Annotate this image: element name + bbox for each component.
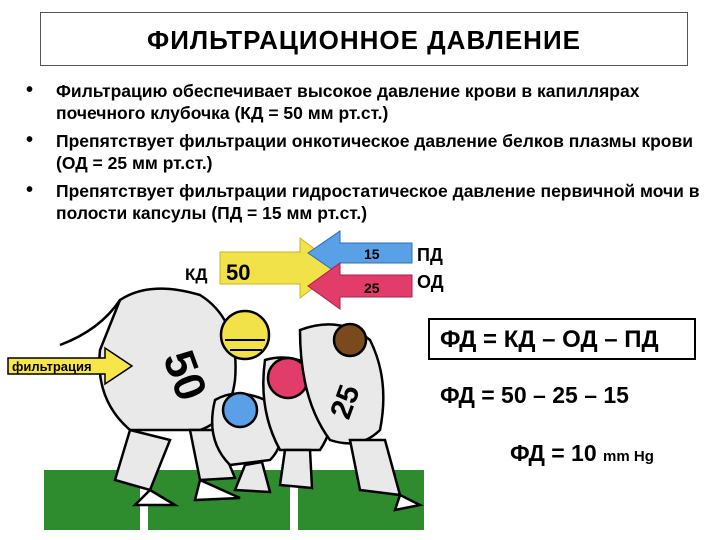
field-line [290, 470, 298, 530]
od-label: ОД [417, 272, 444, 292]
player-25 [298, 322, 424, 512]
bullet-item: • Препятствует фильтрации онкотическое да… [24, 129, 700, 174]
slide-title: ФИЛЬТРАЦИОННОЕ ДАВЛЕНИЕ [147, 25, 581, 55]
bullet-text: Препятствует фильтрации гидростатическое… [56, 181, 700, 223]
formula-result-value: ФД = 10 [510, 440, 597, 466]
player-50 [59, 287, 271, 507]
title-box: ФИЛЬТРАЦИОННОЕ ДАВЛЕНИЕ [40, 12, 688, 66]
formula-substituted: ФД = 50 – 25 – 15 [440, 382, 629, 408]
pd-arrow [307, 230, 413, 276]
od-arrow [307, 262, 413, 310]
kd-value: 50 [226, 260, 251, 285]
formula-result: ФД = 10 mm Hg [510, 440, 654, 467]
formula-main: ФД = КД – ОД – ПД [440, 326, 659, 353]
bullet-dot-icon: • [26, 179, 34, 201]
od-value: 25 [364, 280, 380, 296]
formula-result-unit: mm Hg [603, 448, 654, 465]
formula-box: ФД = КД – ОД – ПД [428, 318, 696, 360]
filtration-arrow [7, 346, 134, 386]
filtration-label: фильтрация [12, 359, 92, 374]
kd-label: КД [185, 265, 208, 284]
pd-value: 15 [364, 246, 380, 262]
pd-label: ПД [417, 245, 443, 265]
bullet-text: Фильтрацию обеспечивает высокое давление… [56, 81, 640, 123]
bullet-list: • Фильтрацию обеспечивает высокое давлени… [24, 79, 700, 230]
bullet-item: • Фильтрацию обеспечивает высокое давлени… [24, 79, 700, 124]
bullet-item: • Препятствует фильтрации гидростатическо… [24, 179, 700, 224]
bullet-dot-icon: • [26, 129, 34, 151]
bullet-dot-icon: • [26, 79, 34, 101]
bullet-text: Препятствует фильтрации онкотическое дав… [56, 131, 694, 173]
